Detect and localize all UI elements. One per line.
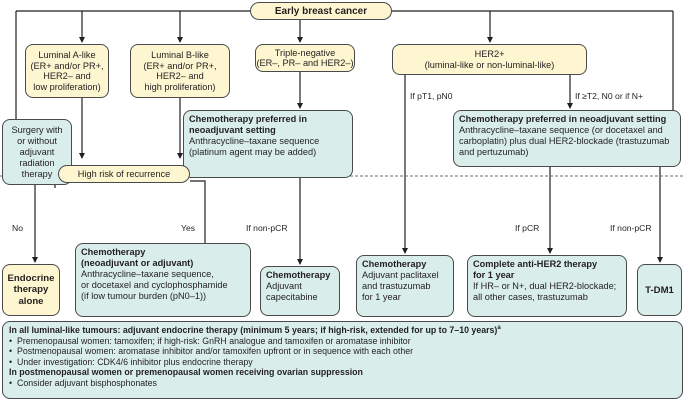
bullet-item: Under investigation: CDK4/6 inhibitor pl…	[9, 357, 676, 368]
luminal-b-box: Luminal B-like (ER+ and/or PR+, HER2– an…	[130, 44, 230, 98]
label-nonpcr-tn: If non-pCR	[246, 223, 288, 233]
paclitaxel-title: Chemotherapy	[362, 259, 427, 269]
tdm1-box: T-DM1	[637, 264, 682, 316]
label-nonpcr-her2: If non-pCR	[610, 223, 652, 233]
bullet-item: Consider adjuvant bisphosphonates	[9, 378, 676, 389]
bottom-heading-2: In postmenopausal women or premenopausal…	[9, 367, 363, 378]
capecitabine-body: Adjuvant capecitabine	[266, 281, 318, 302]
chemo-neo-her2-title: Chemotherapy preferred in neoadjuvant se…	[459, 114, 667, 124]
label-yes: Yes	[181, 223, 196, 233]
bottom-bullets-2: Consider adjuvant bisphosphonates	[9, 378, 676, 389]
chemo-adjuvant-box: Chemotherapy (neoadjuvant or adjuvant) A…	[75, 243, 251, 317]
complete-her2-title: Complete anti-HER2 therapy for 1 year	[473, 259, 598, 280]
bottom-heading-1: In all luminal-like tumours: adjuvant en…	[9, 325, 501, 335]
label-no: No	[12, 223, 23, 233]
her2-box: HER2+ (luminal-like or non-luminal-like)	[392, 44, 587, 75]
complete-her2-box: Complete anti-HER2 therapy for 1 year If…	[467, 255, 627, 317]
chemo-neoadjuvant-tn-box: Chemotherapy preferred in neoadjuvant se…	[183, 110, 353, 178]
root-node: Early breast cancer	[250, 2, 392, 20]
bottom-bullets-1: Premenopausal women: tamoxifen; if high-…	[9, 336, 676, 368]
surgery-box: Surgery with or without adjuvant radiati…	[2, 119, 72, 185]
chemo-neo-tn-body: Anthracycline–taxane sequence (platinum …	[189, 136, 320, 157]
paclitaxel-body: Adjuvant paclitaxel and trastuzumab for …	[362, 270, 439, 302]
bullet-item: Postmenopausal women: aromatase inhibito…	[9, 346, 676, 357]
chemo-neo-tn-title: Chemotherapy preferred in neoadjuvant se…	[189, 114, 307, 135]
bullet-item: Premenopausal women: tamoxifen; if high-…	[9, 336, 676, 347]
capecitabine-title: Chemotherapy	[266, 270, 331, 280]
luminal-a-box: Luminal A-like (ER+ and/or PR+, HER2– an…	[25, 44, 109, 98]
chemo-neo-her2-body: Anthracycline–taxane sequence (or doceta…	[459, 125, 670, 157]
label-t2: If ≥T2, N0 or if N+	[575, 91, 643, 101]
capecitabine-box: Chemotherapy Adjuvant capecitabine	[260, 266, 340, 316]
chemo-adj-title: Chemotherapy (neoadjuvant or adjuvant)	[81, 247, 194, 268]
endocrine-alone-box: Endocrine therapy alone	[2, 264, 60, 316]
triple-negative-box: Triple-negative (ER–, PR– and HER2–)	[255, 44, 355, 72]
chemo-neoadjuvant-her2-box: Chemotherapy preferred in neoadjuvant se…	[453, 110, 681, 167]
high-risk-box: High risk of recurrence	[58, 165, 190, 183]
bottom-summary-box: In all luminal-like tumours: adjuvant en…	[2, 321, 683, 399]
complete-her2-body: If HR– or N+, dual HER2-blockade; all ot…	[473, 281, 617, 302]
label-pt1: If pT1, pN0	[410, 91, 453, 101]
chemo-adj-body: Anthracycline–taxane sequence, or doceta…	[81, 269, 228, 301]
paclitaxel-box: Chemotherapy Adjuvant paclitaxel and tra…	[356, 255, 454, 317]
label-pcr: If pCR	[515, 223, 540, 233]
